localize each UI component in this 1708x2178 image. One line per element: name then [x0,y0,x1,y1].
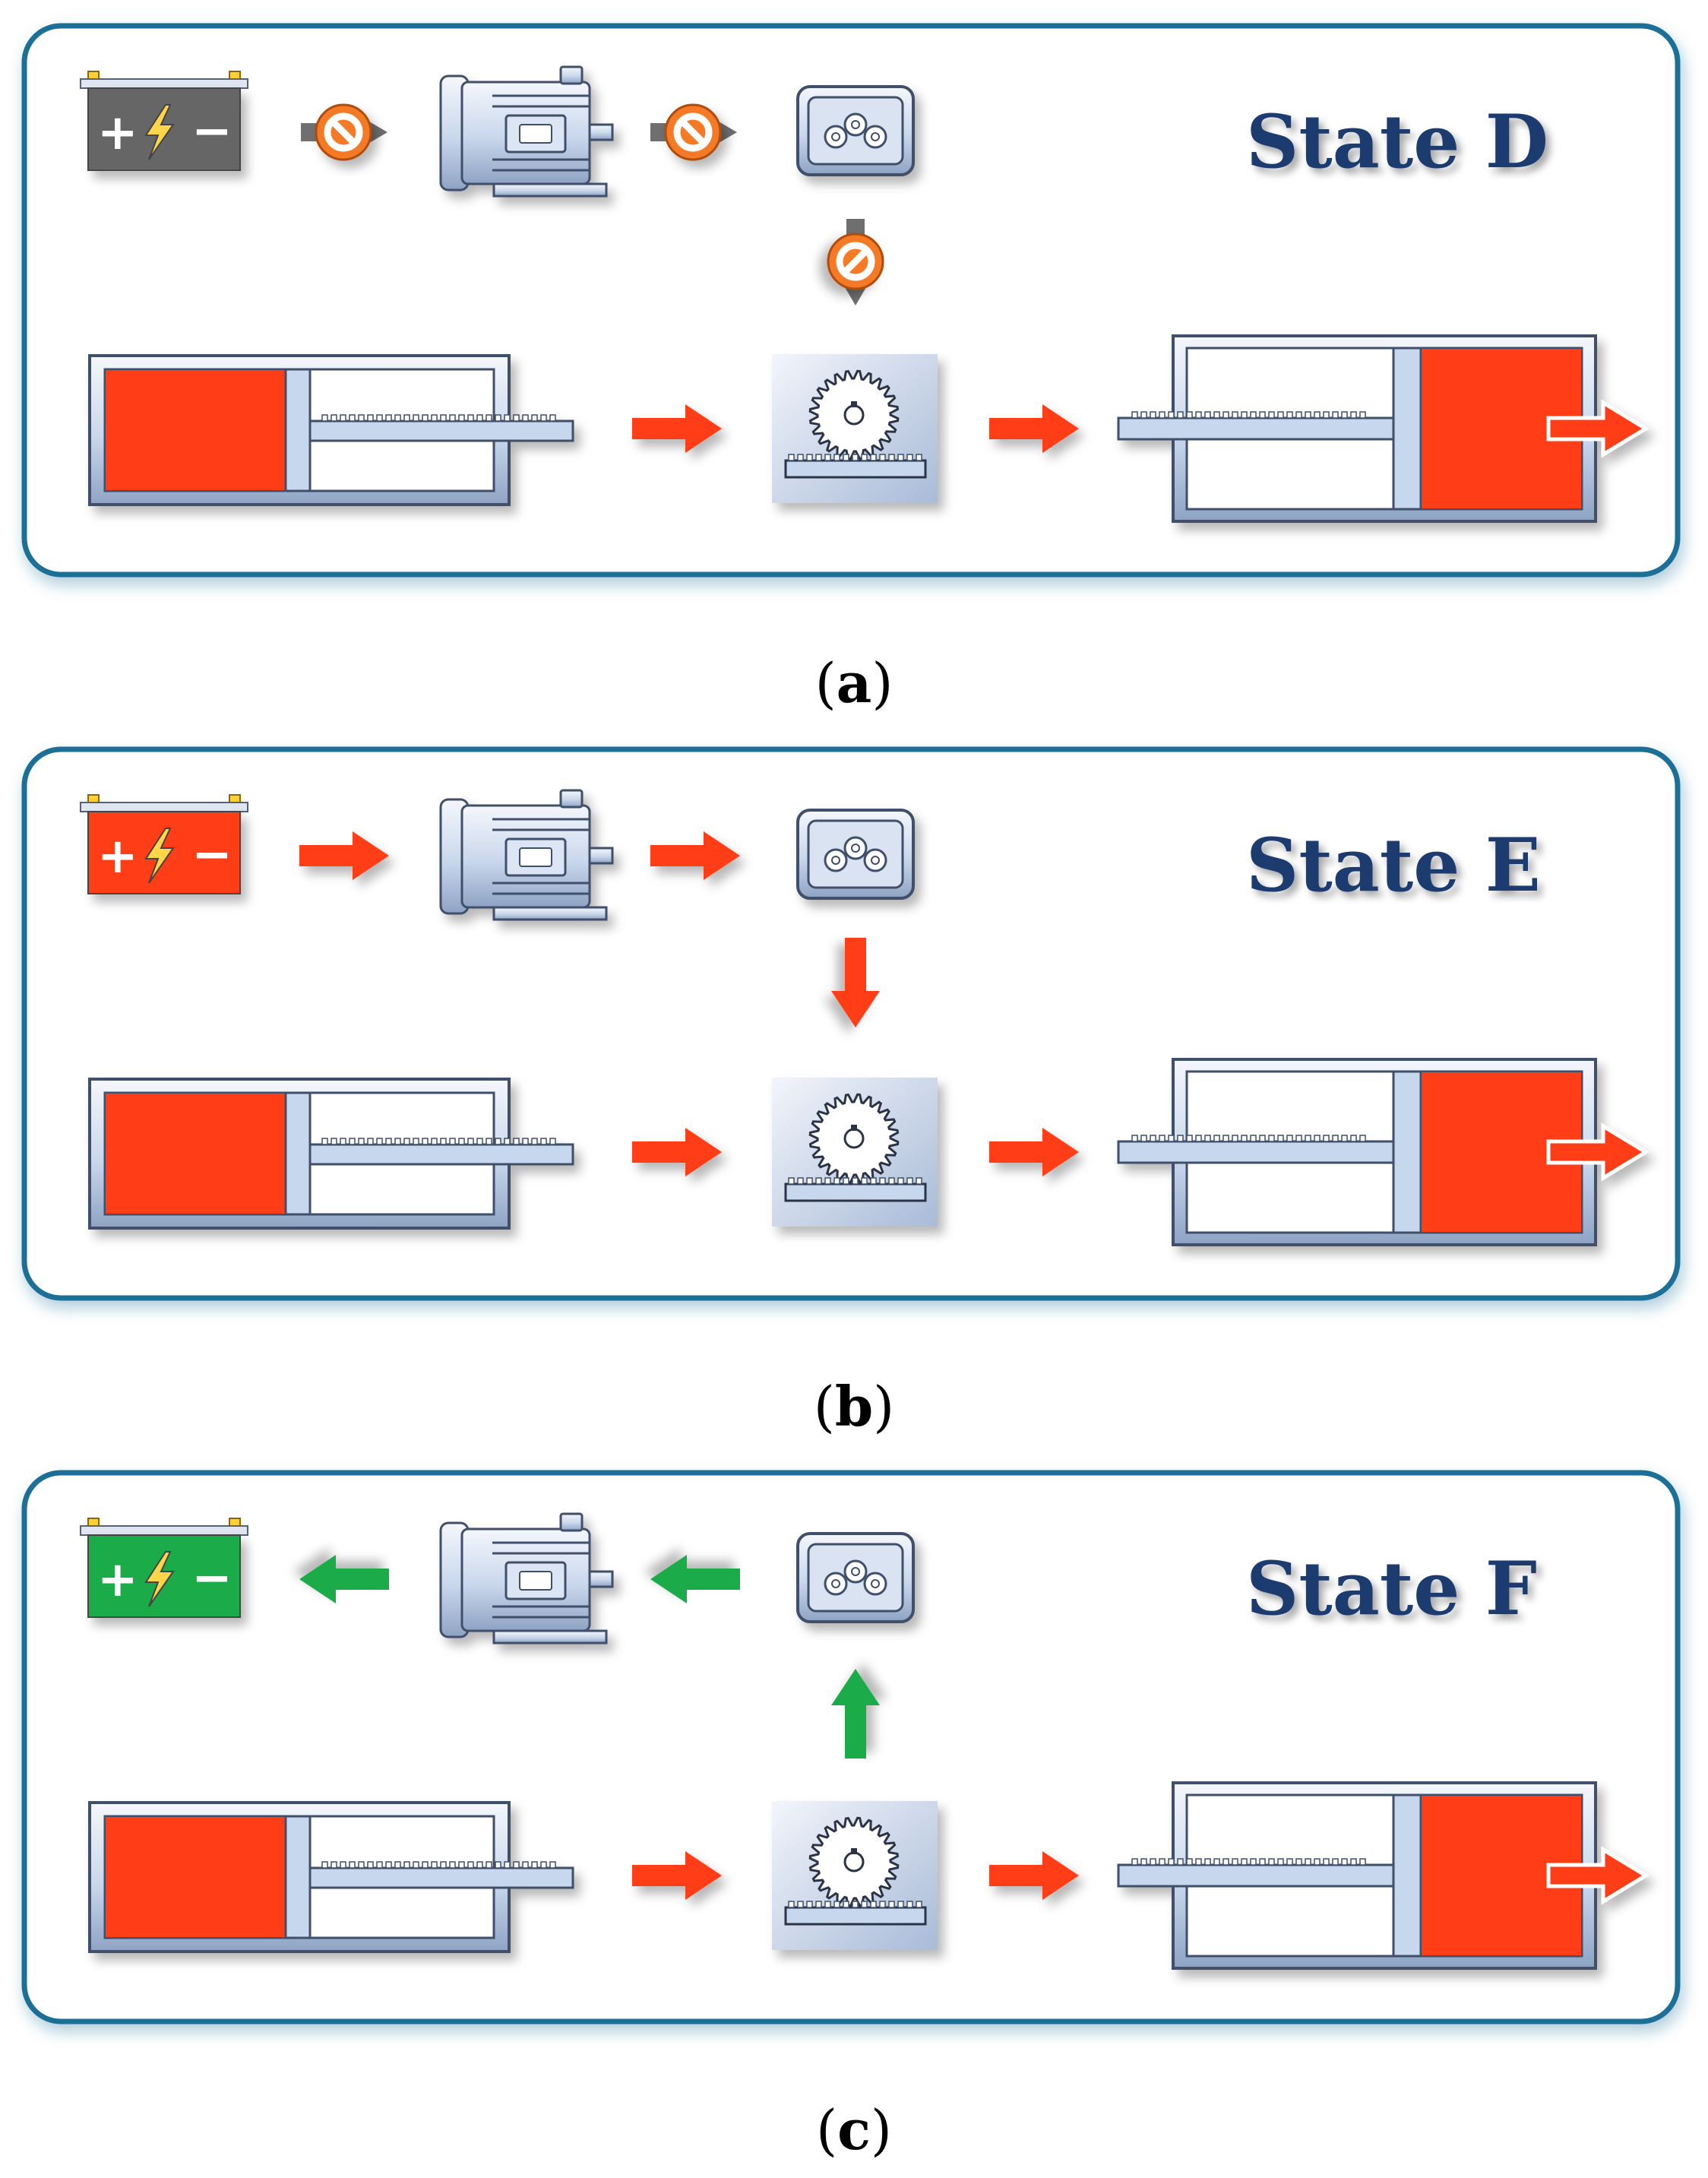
blocked-connector-gearbox-gear [828,219,883,305]
flow-arrow-gearbox-to-gear [831,938,880,1027]
panel-caption: (a) [815,651,894,715]
caption-close-paren: ) [871,651,893,715]
panel-caption: (b) [814,1374,895,1439]
gearbox-icon [796,85,915,176]
battery-icon: +− [80,71,248,171]
flow-arrow-gear-to-cylinder [989,1128,1079,1176]
gearbox-icon [796,809,915,900]
gear-rack [784,1906,927,1926]
electric-motor-icon [439,65,614,198]
battery-plus-sign: + [97,105,138,161]
panel-caption: (c) [816,2097,892,2162]
blocked-icon [828,234,883,289]
hydraulic-cylinder-icon [1117,1781,1649,1970]
gear-rack [784,1182,927,1202]
flow-arrow-motor-to-battery [299,1555,389,1603]
piston-rod-rack [1117,416,1395,441]
state-title: State F [1246,1546,1537,1632]
output-motion-arrow [1546,1122,1649,1182]
battery-minus-sign: − [191,1550,232,1607]
piston-rod-rack [1117,1863,1395,1888]
blocked-icon [316,105,371,160]
piston-rod-rack [308,1866,574,1889]
electric-motor-icon [439,789,614,921]
pressurized-chamber [104,369,286,492]
pressurized-chamber [104,1092,286,1215]
rack-pinion-gear-icon [772,354,938,503]
electric-motor-icon [439,1512,614,1645]
gear-rack [784,459,927,479]
piston [284,368,312,492]
blocked-icon [666,105,720,160]
flow-arrow-gear-to-gearbox [831,1669,880,1759]
battery-plus-sign: + [97,1552,138,1608]
flow-arrow-battery-to-motor [299,831,389,880]
flow-arrow-cylinder-to-gear [632,1128,722,1176]
state-panel: State D +− (a) [21,23,1681,715]
piston [284,1815,312,1939]
flow-arrow-cylinder-to-gear [632,404,722,453]
piston [284,1091,312,1216]
piston-rod-rack [1117,1140,1395,1164]
blocked-connector-battery-motor [301,105,387,160]
state-panel: State F +− (c) [21,1470,1681,2162]
piston [1392,1070,1422,1234]
state-panel: State E +− (b) [21,746,1681,1439]
rack-pinion-gear-icon [772,1801,938,1950]
lightning-icon [144,104,175,160]
battery-minus-sign: − [191,827,232,883]
battery-icon: +− [80,794,248,894]
piston [1392,347,1422,511]
caption-close-paren: ) [873,1375,894,1439]
flow-arrow-cylinder-to-gear [632,1851,722,1900]
battery-icon: +− [80,1518,248,1618]
caption-open-paren: ( [816,2098,837,2162]
lightning-icon [144,828,175,884]
output-motion-arrow [1546,1846,1649,1905]
hydraulic-cylinder-icon [88,1078,574,1230]
piston-rod-rack [308,1143,574,1166]
output-motion-arrow [1546,399,1649,458]
caption-letter: a [837,651,872,715]
rack-pinion-gear-icon [772,1078,938,1227]
state-title: State D [1246,99,1548,185]
flow-arrow-gearbox-to-motor [650,1555,740,1603]
caption-letter: c [837,2097,871,2162]
caption-letter: b [835,1374,873,1439]
hydraulic-cylinder-icon [1117,334,1649,523]
gearbox-icon [796,1532,915,1623]
lightning-icon [144,1551,175,1607]
hydraulic-cylinder-icon [1117,1058,1649,1246]
battery-minus-sign: − [191,103,232,160]
hydraulic-cylinder-icon [88,354,574,506]
caption-open-paren: ( [814,1375,835,1439]
battery-plus-sign: + [97,828,138,885]
caption-open-paren: ( [815,651,837,715]
piston-rod-rack [308,419,574,442]
hydraulic-cylinder-icon [88,1801,574,1953]
piston [1392,1793,1422,1958]
state-title: State E [1246,822,1541,908]
caption-close-paren: ) [871,2098,892,2162]
blocked-connector-motor-gearbox [650,105,737,160]
flow-arrow-gear-to-cylinder [989,1851,1079,1900]
flow-arrow-gear-to-cylinder [989,404,1079,453]
pressurized-chamber [104,1816,286,1939]
flow-arrow-motor-to-gearbox [650,831,740,880]
